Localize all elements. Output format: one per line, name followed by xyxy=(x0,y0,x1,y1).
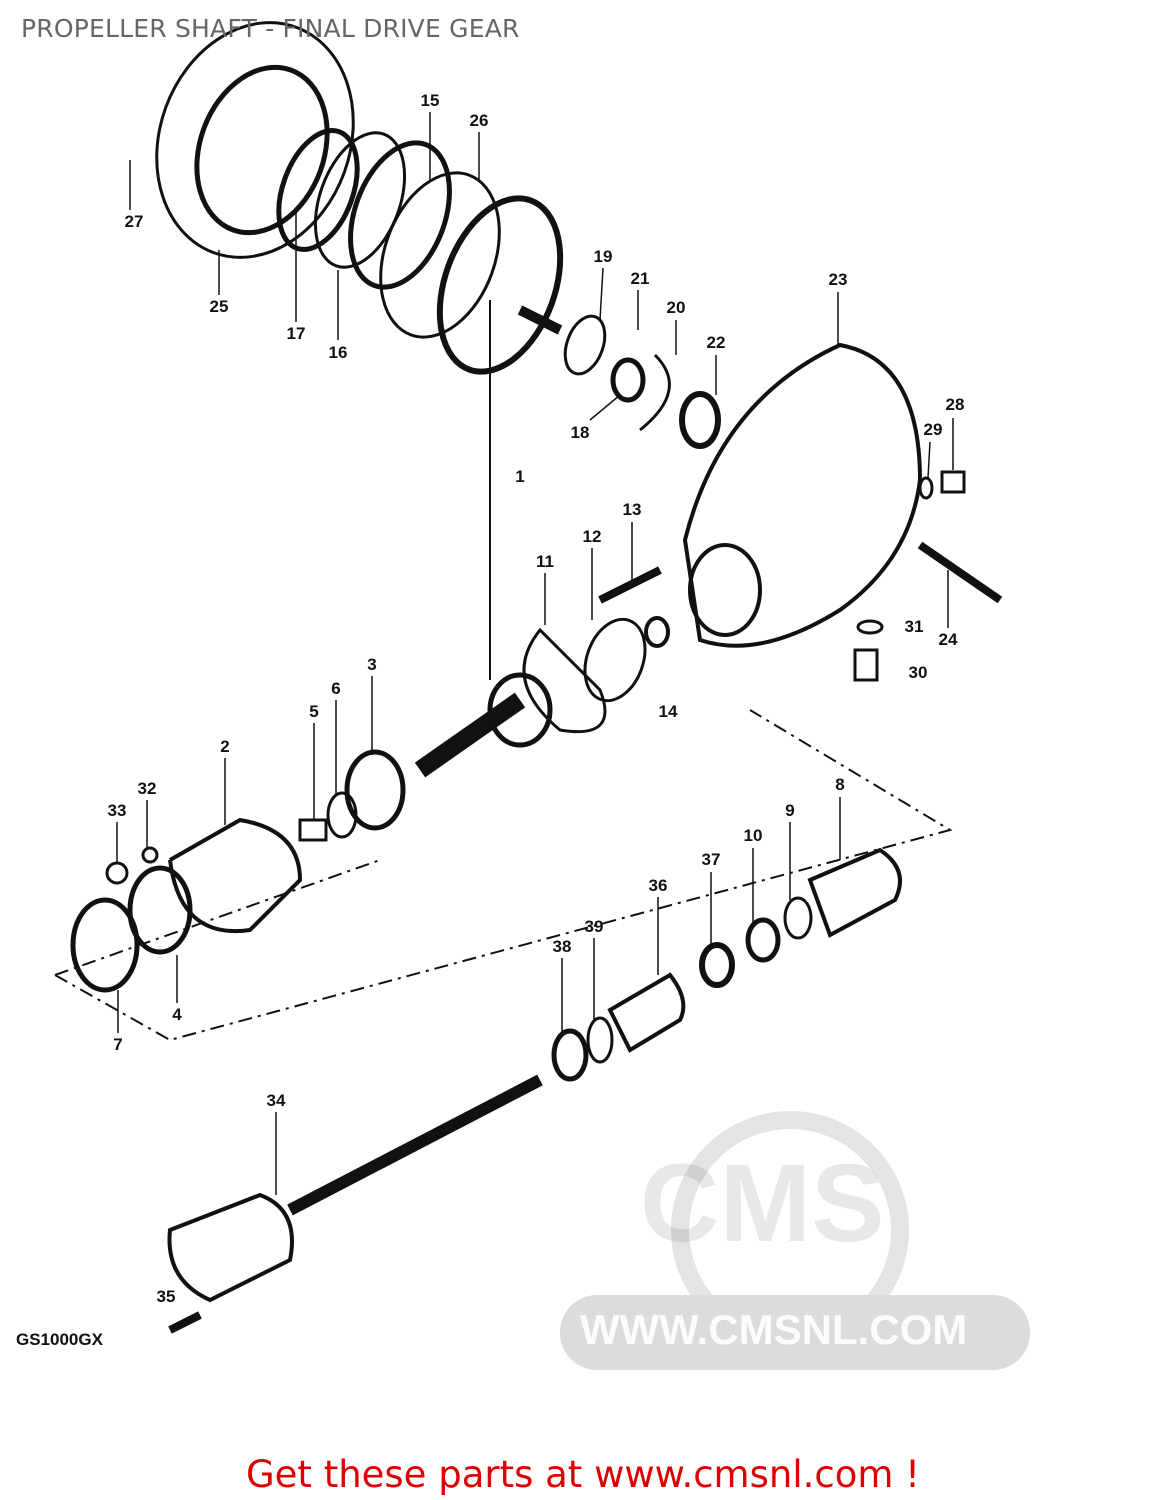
part-label[interactable]: 4 xyxy=(172,1005,182,1024)
part-label[interactable]: 5 xyxy=(309,702,319,721)
part-label[interactable]: 25 xyxy=(209,297,229,316)
part-28-plug xyxy=(940,470,966,494)
part-label[interactable]: 9 xyxy=(785,801,795,820)
part-label[interactable]: 35 xyxy=(156,1287,176,1306)
part-label[interactable]: 7 xyxy=(113,1035,123,1054)
part-label[interactable]: 12 xyxy=(582,527,602,546)
part-13-stud xyxy=(598,566,662,604)
part-label[interactable]: 30 xyxy=(908,663,928,682)
part-19-shim xyxy=(563,314,607,376)
part-label[interactable]: 31 xyxy=(904,617,924,636)
part-8-coupling xyxy=(807,847,902,938)
assembly-box xyxy=(54,709,953,1042)
part-label[interactable]: 23 xyxy=(828,270,848,289)
part-3-bearing xyxy=(344,749,406,831)
part-12-oring xyxy=(583,617,647,703)
part-label[interactable]: 21 xyxy=(630,269,650,288)
part-17-seal xyxy=(276,128,360,252)
footer-link[interactable]: Get these parts at www.cmsnl.com ! xyxy=(245,1453,920,1496)
part-label[interactable]: 36 xyxy=(648,876,668,895)
part-label[interactable]: 26 xyxy=(469,111,489,130)
part-7-seal xyxy=(70,897,140,993)
part-label[interactable]: 1 xyxy=(515,467,525,486)
part-label[interactable]: 38 xyxy=(552,937,572,956)
watermark-url: WWW.CMSNL.COM xyxy=(580,1306,968,1353)
part-34-shaft xyxy=(287,1074,543,1216)
part-label[interactable]: 16 xyxy=(328,343,348,362)
part-label[interactable]: 32 xyxy=(137,779,157,798)
part-label[interactable]: 27 xyxy=(124,212,144,231)
part-label[interactable]: 17 xyxy=(286,324,306,343)
part-label[interactable]: 18 xyxy=(570,423,590,442)
part-2-housing xyxy=(168,817,303,934)
part-label[interactable]: 15 xyxy=(420,91,440,110)
part-label[interactable]: 20 xyxy=(666,298,686,317)
part-ring-gear xyxy=(436,195,564,375)
watermark-logo xyxy=(560,1111,1030,1370)
part-4-bearing xyxy=(127,865,193,955)
part-label[interactable]: 8 xyxy=(835,775,845,794)
part-label[interactable]: 33 xyxy=(107,801,127,820)
part-30-bolt xyxy=(853,648,879,682)
part-label[interactable]: 10 xyxy=(743,826,763,845)
model-label: GS1000GX xyxy=(16,1330,103,1349)
part-label[interactable]: 37 xyxy=(701,850,721,869)
part-24-pin xyxy=(917,541,1003,604)
part-label[interactable]: 19 xyxy=(593,247,613,266)
part-label[interactable]: 24 xyxy=(938,630,958,649)
part-label[interactable]: 28 xyxy=(945,395,965,414)
part-label[interactable]: 11 xyxy=(536,552,554,571)
part-label[interactable]: 3 xyxy=(367,655,377,674)
watermark-logo-text: CMS xyxy=(640,1142,885,1265)
part-11-gasket xyxy=(522,627,607,734)
part-label[interactable]: 34 xyxy=(266,1091,286,1110)
part-label[interactable]: 22 xyxy=(706,333,726,352)
part-18-bearing xyxy=(610,357,646,403)
part-1-pinion xyxy=(414,692,526,778)
part-label[interactable]: 2 xyxy=(220,737,230,756)
part-label[interactable]: 6 xyxy=(331,679,341,698)
part-22-seal xyxy=(679,391,721,449)
part-label[interactable]: 14 xyxy=(658,702,678,721)
part-20-clip xyxy=(639,353,671,432)
part-23-case xyxy=(682,342,923,648)
part-label[interactable]: 39 xyxy=(584,917,604,936)
part-25-cover xyxy=(155,21,355,259)
part-26-oring xyxy=(379,171,501,339)
part-label[interactable]: 13 xyxy=(622,500,642,519)
part-15-bearing xyxy=(348,140,452,290)
part-35-bolt xyxy=(168,1311,202,1334)
part-label[interactable]: 29 xyxy=(923,420,943,439)
page-title: PROPELLER SHAFT - FINAL DRIVE GEAR xyxy=(21,14,520,43)
part-36-joint xyxy=(607,972,686,1053)
